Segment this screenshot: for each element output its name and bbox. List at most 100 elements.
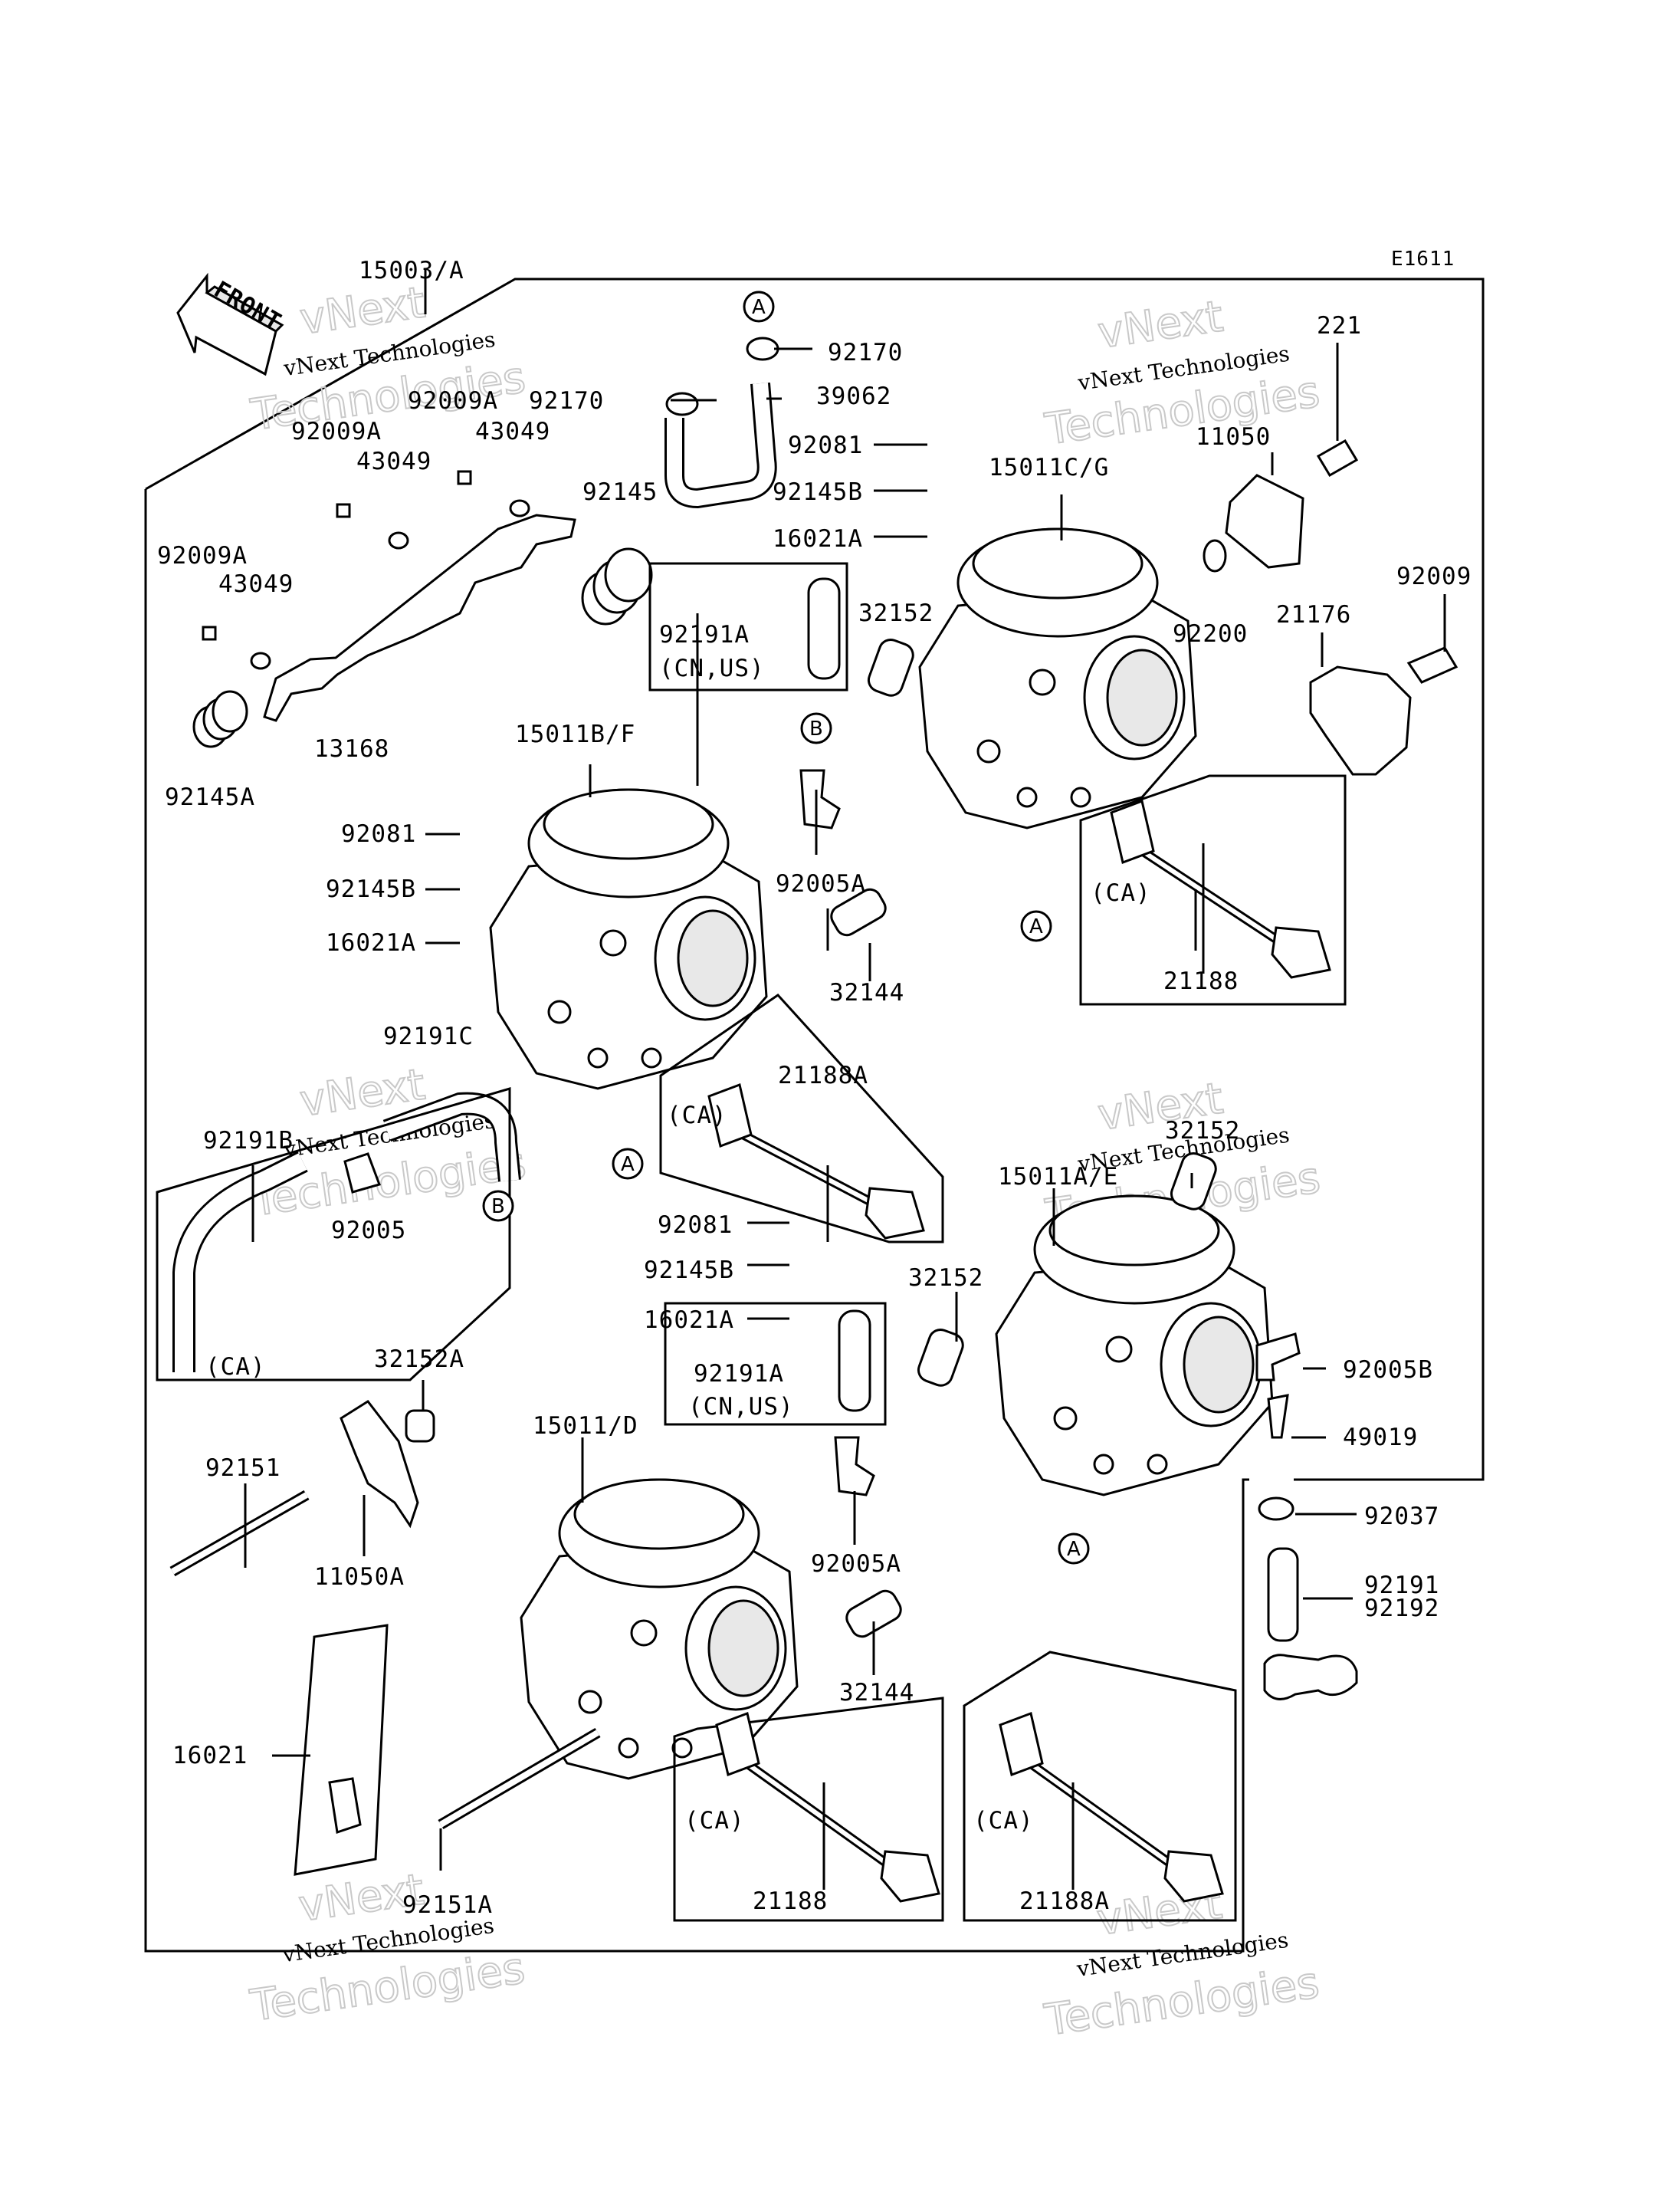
carburetor-15011d — [520, 1478, 799, 1780]
bracket-11050a — [340, 1400, 419, 1529]
label-221: 221 — [1317, 312, 1362, 340]
label-16021: 16021 — [172, 1742, 248, 1769]
pipe-32144 — [830, 888, 887, 937]
label-92151a: 92151A — [402, 1891, 493, 1919]
label-16021a-c: 16021A — [644, 1306, 734, 1334]
diagram-code: E1611 — [1391, 248, 1455, 271]
label-21188-b: 21188 — [753, 1887, 828, 1915]
clip-92170-b — [665, 392, 699, 416]
connector-21188a-b-icon — [999, 1711, 1224, 1903]
hose-92192 — [1263, 1654, 1358, 1700]
sensor-21176 — [1309, 665, 1412, 776]
label-92170: 92170 — [529, 387, 604, 415]
label-16021a: 16021A — [773, 525, 863, 553]
washer-43049-b — [509, 499, 530, 517]
label-92191: 92191 — [1364, 1572, 1439, 1599]
spring-92145-icon — [581, 547, 653, 626]
label-43049-b: 43049 — [356, 448, 431, 475]
label-15011cg: 15011C/G — [989, 454, 1109, 481]
label-92009a-b: 92009A — [291, 418, 382, 445]
leader-lines — [244, 270, 1446, 1890]
pipe-32144-b — [845, 1589, 902, 1638]
label-15011bf: 15011B/F — [515, 721, 635, 748]
connector-icons — [707, 799, 1331, 1903]
fitting-92005 — [343, 1152, 381, 1194]
label-92191b: 92191B — [203, 1127, 294, 1155]
label-43049-c: 43049 — [218, 570, 294, 598]
pipe-92191a-b — [838, 1309, 871, 1412]
parts-graphics — [169, 337, 1459, 1876]
pipe-32152a — [405, 1409, 435, 1443]
label-21176: 21176 — [1276, 601, 1351, 629]
label-ca-c: (CA) — [205, 1353, 266, 1381]
pipe-92191a — [807, 577, 841, 680]
fitting-92005b — [1255, 1332, 1301, 1381]
label-92081-c: 92081 — [658, 1211, 733, 1239]
box-16021 — [294, 1624, 389, 1876]
label-15003a: 15003/A — [359, 257, 464, 284]
label-21188a-b: 21188A — [1019, 1887, 1110, 1915]
label-13168: 13168 — [314, 735, 389, 763]
spring-92145a-icon — [192, 690, 248, 748]
label-92192: 92192 — [1364, 1595, 1439, 1622]
label-92191a-b: 92191A — [694, 1360, 784, 1388]
label-92170-b: 92170 — [828, 339, 903, 366]
part-49019 — [1267, 1394, 1289, 1439]
label-ca-e: (CA) — [973, 1807, 1034, 1835]
label-92191a-b-sub: (CN,US) — [688, 1393, 794, 1421]
marker-a-carb1: A — [621, 1153, 635, 1176]
label-92191a: 92191A — [659, 621, 750, 649]
label-15011d: 15011/D — [533, 1412, 638, 1440]
front-arrow-icon: FRONT — [176, 272, 286, 376]
label-92081-b: 92081 — [341, 820, 416, 848]
carburetor-15011ae — [995, 1194, 1274, 1496]
label-92005a: 92005A — [776, 870, 866, 898]
label-92191a-sub: (CN,US) — [659, 655, 765, 682]
label-92145: 92145 — [582, 478, 658, 506]
washer-43049 — [388, 531, 409, 550]
oring-92200 — [1203, 539, 1227, 573]
pipe-32152 — [867, 638, 914, 697]
clamp-92037 — [1258, 1496, 1294, 1521]
watermark-top-right: vNext vNext Technologies Technologies — [1041, 291, 1323, 455]
label-39062: 39062 — [816, 383, 891, 410]
label-92081: 92081 — [788, 432, 863, 459]
marker-a-top: A — [752, 296, 766, 319]
carburetor-15011cg — [918, 527, 1197, 829]
label-92005b: 92005B — [1343, 1356, 1433, 1384]
label-92005a-b: 92005A — [811, 1550, 901, 1578]
pipe-32152-b — [1170, 1151, 1217, 1211]
marker-a-carb2: A — [1029, 915, 1043, 938]
label-92145a: 92145A — [165, 783, 255, 811]
marker-b-mid: B — [809, 718, 823, 741]
watermark-bottom-left: vNext vNext Technologies Technologies — [246, 1864, 528, 2032]
part-labels: 15003/A 92009A 92009A 43049 43049 92170 … — [157, 257, 1471, 1919]
connector-21188-b-icon — [715, 1711, 940, 1903]
label-92009a: 92009A — [408, 387, 498, 415]
label-15011ae: 15011A/E — [998, 1163, 1118, 1191]
label-49019: 49019 — [1343, 1424, 1418, 1451]
label-32152a: 32152A — [374, 1345, 464, 1373]
carburetor-15011bf — [489, 788, 768, 1090]
label-92145b-c: 92145B — [644, 1257, 734, 1284]
label-11050: 11050 — [1196, 423, 1271, 451]
label-32152-c: 32152 — [908, 1264, 983, 1292]
ca-frames — [156, 562, 1347, 1922]
hose-92191 — [1267, 1547, 1299, 1642]
label-92145b: 92145B — [773, 478, 863, 506]
clip-92170 — [746, 337, 779, 361]
label-11050a: 11050A — [314, 1563, 405, 1591]
pipe-32152-c — [917, 1328, 964, 1387]
label-32152: 32152 — [858, 600, 934, 627]
label-32144-b: 32144 — [839, 1679, 914, 1707]
marker-b-left: B — [491, 1195, 505, 1218]
jet-16021 — [328, 1777, 362, 1834]
fitting-92005a-b — [834, 1436, 875, 1496]
label-ca-b: (CA) — [667, 1102, 727, 1129]
label-92005: 92005 — [331, 1217, 406, 1244]
svg-text:vNext: vNext — [297, 278, 428, 344]
label-92009a-c: 92009A — [157, 542, 248, 570]
label-16021a-b: 16021A — [326, 929, 416, 957]
svg-text:vNext: vNext — [1095, 291, 1226, 358]
